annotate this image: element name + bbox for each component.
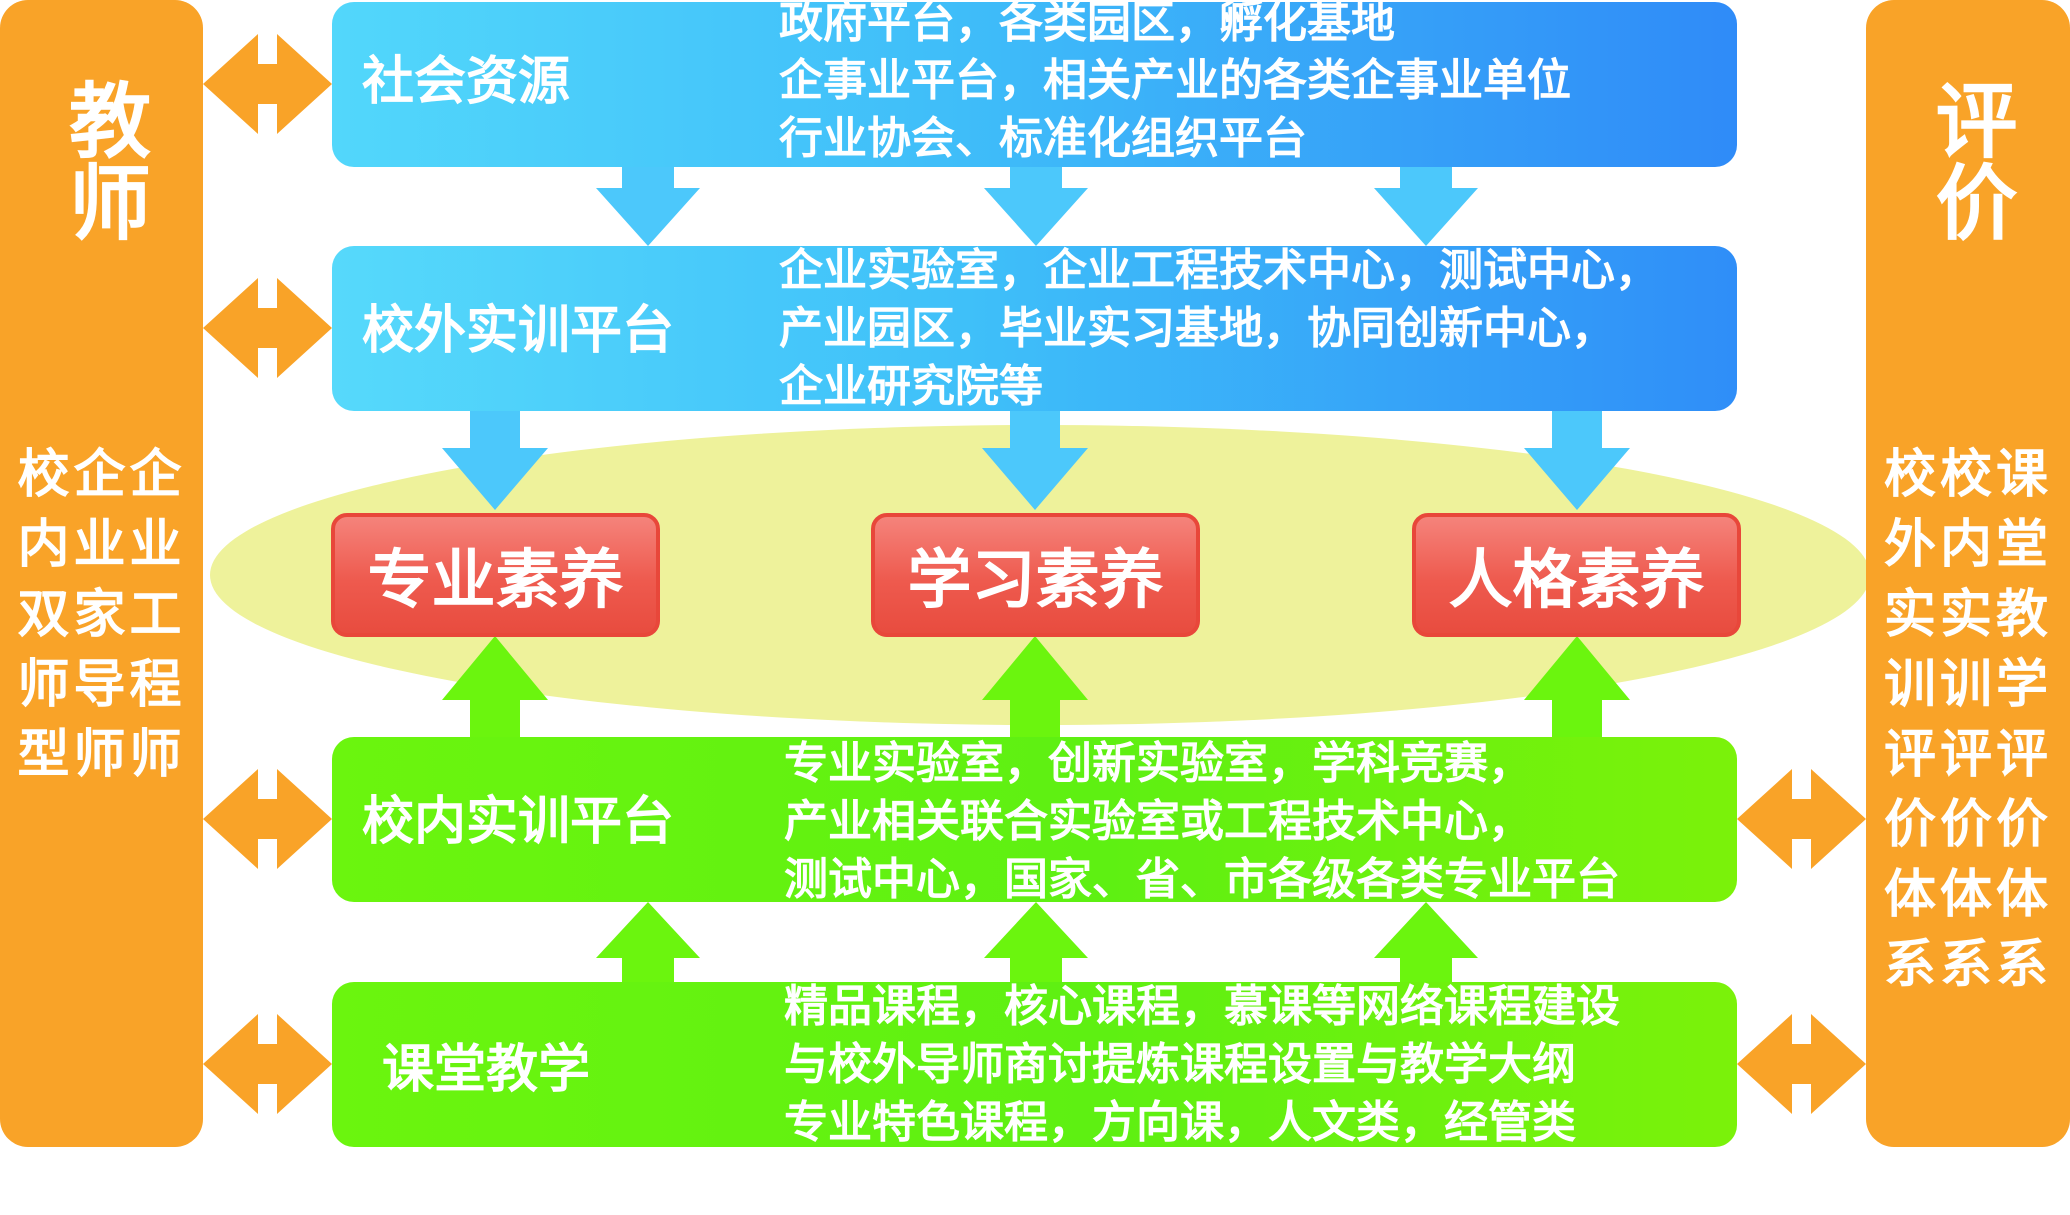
up-arrow-icon [596, 902, 700, 982]
evaluation-row: 训训学 [1883, 655, 2052, 715]
evaluation-row: 价价价 [1883, 795, 2052, 855]
external-training-line: 产业园区，毕业实习基地，协同创新中心， [779, 303, 1615, 354]
classroom-lines: 精品课程，核心课程，慕课等网络课程建设 与校外导师商讨提炼课程设置与教学大纲 专… [784, 982, 1620, 1147]
internal-training-box: 校内实训平台 专业实验室，创新实验室，学科竞赛， 产业相关联合实验室或工程技术中… [332, 737, 1737, 902]
external-training-line: 企业实验室，企业工程技术中心，测试中心， [779, 246, 1659, 296]
evaluation-systems: 校校课 外内堂 实实教 训训学 评评评 价价价 体体体 系系系 [1866, 440, 2070, 1000]
teacher-types: 校企企 内业业 双家工 师导程 型师师 [0, 440, 203, 790]
social-resources-title: 社会资源 [362, 52, 571, 112]
evaluation-row: 系系系 [1883, 935, 2052, 995]
internal-training-line: 产业相关联合实验室或工程技术中心， [784, 796, 1532, 847]
down-arrow-icon [1374, 167, 1478, 246]
evaluation-title: 评价 [1866, 60, 2070, 260]
social-resources-box: 社会资源 政府平台，各类园区，孵化基地 企事业平台，相关产业的各类企事业单位 行… [332, 2, 1737, 167]
teacher-row: 内业业 [17, 515, 186, 575]
up-arrow-icon [1524, 636, 1630, 737]
evaluation-row: 校校课 [1883, 445, 2052, 505]
down-arrow-icon [982, 411, 1088, 510]
classroom-line: 精品课程，核心课程，慕课等网络课程建设 [784, 982, 1620, 1032]
double-arrow-icon [1737, 1014, 1866, 1114]
down-arrow-icon [442, 411, 548, 510]
teacher-title-char: 教 [54, 78, 150, 160]
teacher-row: 校企企 [17, 445, 186, 505]
up-arrow-icon [442, 636, 548, 737]
classroom-box: 课堂教学 精品课程，核心课程，慕课等网络课程建设 与校外导师商讨提炼课程设置与教… [332, 982, 1737, 1147]
up-arrow-icon [1374, 902, 1478, 982]
teacher-title: 教师 [0, 60, 203, 260]
evaluation-row: 体体体 [1883, 865, 2052, 925]
external-training-line: 企业研究院等 [779, 361, 1043, 411]
evaluation-row: 实实教 [1883, 585, 2052, 645]
double-arrow-icon [1737, 769, 1866, 869]
double-arrow-icon [203, 769, 332, 869]
social-resources-line: 政府平台，各类园区，孵化基地 [779, 2, 1395, 48]
down-arrow-icon [596, 167, 700, 246]
double-arrow-icon [203, 278, 332, 378]
personality-literacy-box: 人格素养 [1412, 513, 1741, 637]
internal-training-line: 测试中心，国家、省、市各级各类专业平台 [784, 854, 1620, 902]
external-training-lines: 企业实验室，企业工程技术中心，测试中心， 产业园区，毕业实习基地，协同创新中心，… [779, 246, 1659, 411]
teacher-panel: 教师 校企企 内业业 双家工 师导程 型师师 [0, 0, 203, 1147]
teacher-row: 型师师 [17, 725, 186, 785]
classroom-title: 课堂教学 [382, 1040, 591, 1100]
up-arrow-icon [982, 636, 1088, 737]
evaluation-title-char: 价 [1921, 160, 2016, 242]
internal-training-line: 专业实验室，创新实验室，学科竞赛， [784, 738, 1532, 789]
external-training-title: 校外实训平台 [362, 301, 675, 361]
classroom-line: 与校外导师商讨提炼课程设置与教学大纲 [784, 1039, 1576, 1090]
double-arrow-icon [203, 34, 332, 134]
down-arrow-icon [1524, 411, 1630, 510]
classroom-line: 专业特色课程，方向课，人文类，经管类 [784, 1097, 1576, 1147]
social-resources-line: 行业协会、标准化组织平台 [779, 113, 1307, 164]
double-arrow-icon [203, 1014, 332, 1114]
teacher-title-char: 师 [54, 160, 150, 242]
social-resources-lines: 政府平台，各类园区，孵化基地 企事业平台，相关产业的各类企事业单位 行业协会、标… [779, 2, 1571, 167]
teacher-row: 师导程 [17, 655, 186, 715]
up-arrow-icon [984, 902, 1088, 982]
down-arrow-icon [984, 167, 1088, 246]
evaluation-title-char: 评 [1921, 78, 2016, 160]
internal-training-title: 校内实训平台 [362, 792, 675, 852]
external-training-box: 校外实训平台 企业实验室，企业工程技术中心，测试中心， 产业园区，毕业实习基地，… [332, 246, 1737, 411]
internal-training-lines: 专业实验室，创新实验室，学科竞赛， 产业相关联合实验室或工程技术中心， 测试中心… [784, 737, 1620, 902]
evaluation-panel: 评价 校校课 外内堂 实实教 训训学 评评评 价价价 体体体 系系系 [1866, 0, 2070, 1147]
evaluation-row: 外内堂 [1883, 515, 2052, 575]
professional-literacy-box: 专业素养 [331, 513, 660, 637]
learning-literacy-box: 学习素养 [871, 513, 1200, 637]
evaluation-row: 评评评 [1883, 725, 2052, 785]
social-resources-line: 企事业平台，相关产业的各类企事业单位 [779, 55, 1571, 106]
teacher-row: 双家工 [17, 585, 186, 645]
